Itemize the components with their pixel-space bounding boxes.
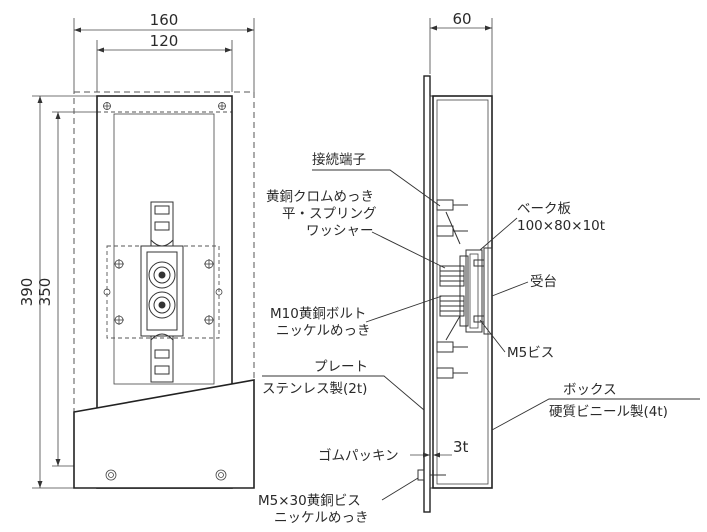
dimension-gasket: 3t (410, 438, 469, 470)
label-bake-2: 100×80×10t (517, 218, 605, 234)
label-bolt-2: ニッケルめっき (276, 323, 371, 339)
side-bolts (439, 255, 469, 327)
label-plate-2: ステンレス製(2t) (262, 381, 367, 397)
side-bake-plate-inner (469, 253, 479, 329)
label-box-2: 硬質ビニール製(4t) (549, 404, 668, 420)
dimension-depth: 60 (429, 10, 493, 96)
leader-bake: ベーク板 100×80×10t (479, 201, 605, 251)
leader-screw: M5×30黄銅ビス ニッケルめっき (258, 477, 419, 526)
label-bolt-1: M10黄銅ボルト (270, 306, 366, 322)
label-box-1: ボックス (563, 382, 617, 398)
leader-m5: M5ビス (479, 319, 554, 361)
label-gasket: ゴムパッキン (318, 447, 399, 464)
dim-390-label: 390 (18, 278, 36, 307)
side-bottom-screw (417, 469, 446, 481)
dim-120-label: 120 (150, 32, 179, 50)
label-washer-3: ワッシャー (306, 223, 374, 239)
side-view: 60 (410, 10, 493, 513)
side-terminals (436, 199, 468, 379)
dim-60-label: 60 (452, 10, 471, 28)
leader-box: ボックス 硬質ビニール製(4t) (491, 382, 700, 431)
leader-bolt: M10黄銅ボルト ニッケルめっき (270, 295, 443, 339)
label-stand: 受台 (530, 274, 557, 290)
label-plate-1: プレート (314, 359, 368, 375)
leader-terminal: 接続端子 (312, 151, 441, 207)
label-screw-1: M5×30黄銅ビス (258, 493, 361, 509)
cover-screws (105, 469, 227, 481)
label-washer-2: 平・スプリング (282, 206, 377, 222)
bake-plate-screws (103, 259, 223, 325)
label-washer-1: 黄銅クロムめっき (266, 189, 374, 205)
label-terminal: 接続端子 (312, 151, 366, 168)
dimension-height-outer: 390 (18, 95, 100, 489)
side-plate (423, 75, 431, 513)
leader-washer: 黄銅クロムめっき 平・スプリング ワッシャー (266, 189, 446, 269)
dimension-width-outer: 160 (73, 11, 255, 92)
leader-plate: プレート ステンレス製(2t) (262, 359, 425, 411)
side-box (432, 95, 493, 489)
dim-350-label: 350 (36, 278, 54, 307)
side-m5-screws (473, 259, 485, 323)
front-view: 160 120 390 350 (18, 11, 255, 489)
dim-3t-label: 3t (453, 438, 469, 456)
front-cover-slant (73, 379, 255, 489)
terminal-assembly (140, 201, 184, 383)
side-stand (483, 247, 493, 335)
dim-160-label: 160 (150, 11, 179, 29)
label-bake-1: ベーク板 (517, 201, 571, 217)
label-screw-2: ニッケルめっき (274, 510, 369, 526)
side-bake-plate (465, 249, 483, 333)
front-plate-inner-line (113, 113, 215, 385)
dimension-width-inner: 120 (96, 32, 233, 92)
label-m5: M5ビス (507, 345, 554, 361)
leader-stand: 受台 (491, 274, 557, 297)
side-box-inner (436, 99, 489, 485)
leader-gasket: ゴムパッキン (318, 447, 399, 464)
